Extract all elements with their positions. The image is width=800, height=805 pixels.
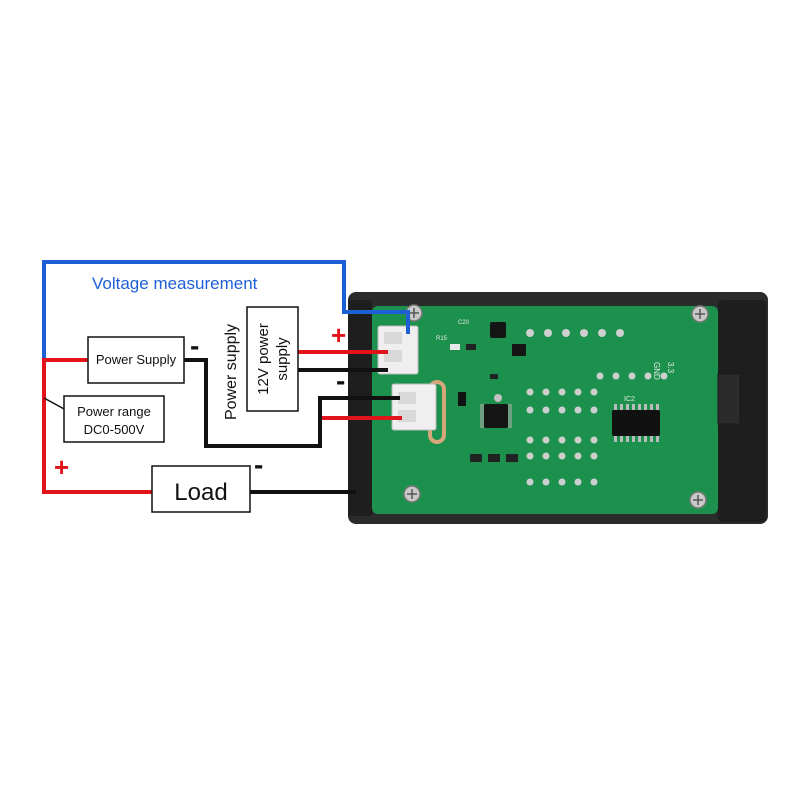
power-supply-label: Power Supply [96, 352, 177, 367]
power-range-box: Power range DC0-500V [63, 395, 165, 443]
screw-bottom-right [689, 491, 707, 509]
positive-wire-main [42, 358, 152, 494]
pad-row-top [526, 329, 624, 337]
power-range-line2: DC0-500V [84, 422, 145, 437]
negative-wire-supply [182, 358, 400, 448]
gnd-silkscreen: GND [652, 362, 661, 380]
load-box: Load [151, 465, 251, 513]
supply-12v-box: 12V power supply [246, 306, 299, 412]
power-supply-vertical-label: Power supply [223, 324, 240, 420]
minus-sign-load: - [254, 449, 263, 480]
meter-module: GND 3.3 IC2 R15 C20 [348, 292, 768, 524]
load-label: Load [174, 479, 227, 506]
minus-sign-12v: - [336, 365, 345, 396]
small-components [450, 322, 526, 462]
pad-rows-middle [526, 388, 598, 486]
voltage-measurement-wire [42, 260, 410, 360]
power-supply-box: Power Supply [87, 336, 185, 384]
enclosure-slot [717, 373, 741, 425]
mcu-chip [480, 404, 512, 428]
plus-sign-12v: + [331, 320, 346, 350]
enclosure-left-flange [348, 300, 372, 516]
r15-silkscreen: R15 [436, 336, 448, 342]
screw-top-right [691, 305, 709, 323]
supply-12v-line1: 12V power [255, 323, 272, 395]
plus-sign-load: + [54, 452, 69, 482]
voltage-measurement-label: Voltage measurement [92, 274, 258, 293]
supply-12v-line2: supply [274, 337, 291, 381]
range-callout-line [43, 397, 67, 411]
pad-row-gnd [596, 372, 668, 380]
c20-silkscreen: C20 [458, 320, 470, 326]
enclosure-right-flange [718, 300, 766, 522]
screw-bottom-left [403, 485, 421, 503]
ic2-chip [612, 404, 660, 442]
minus-sign-supply: - [190, 330, 199, 361]
ic2-silkscreen: IC2 [624, 396, 635, 403]
power-range-line1: Power range [77, 404, 151, 419]
connector-bottom [391, 383, 437, 431]
v33-silkscreen: 3.3 [666, 362, 675, 374]
